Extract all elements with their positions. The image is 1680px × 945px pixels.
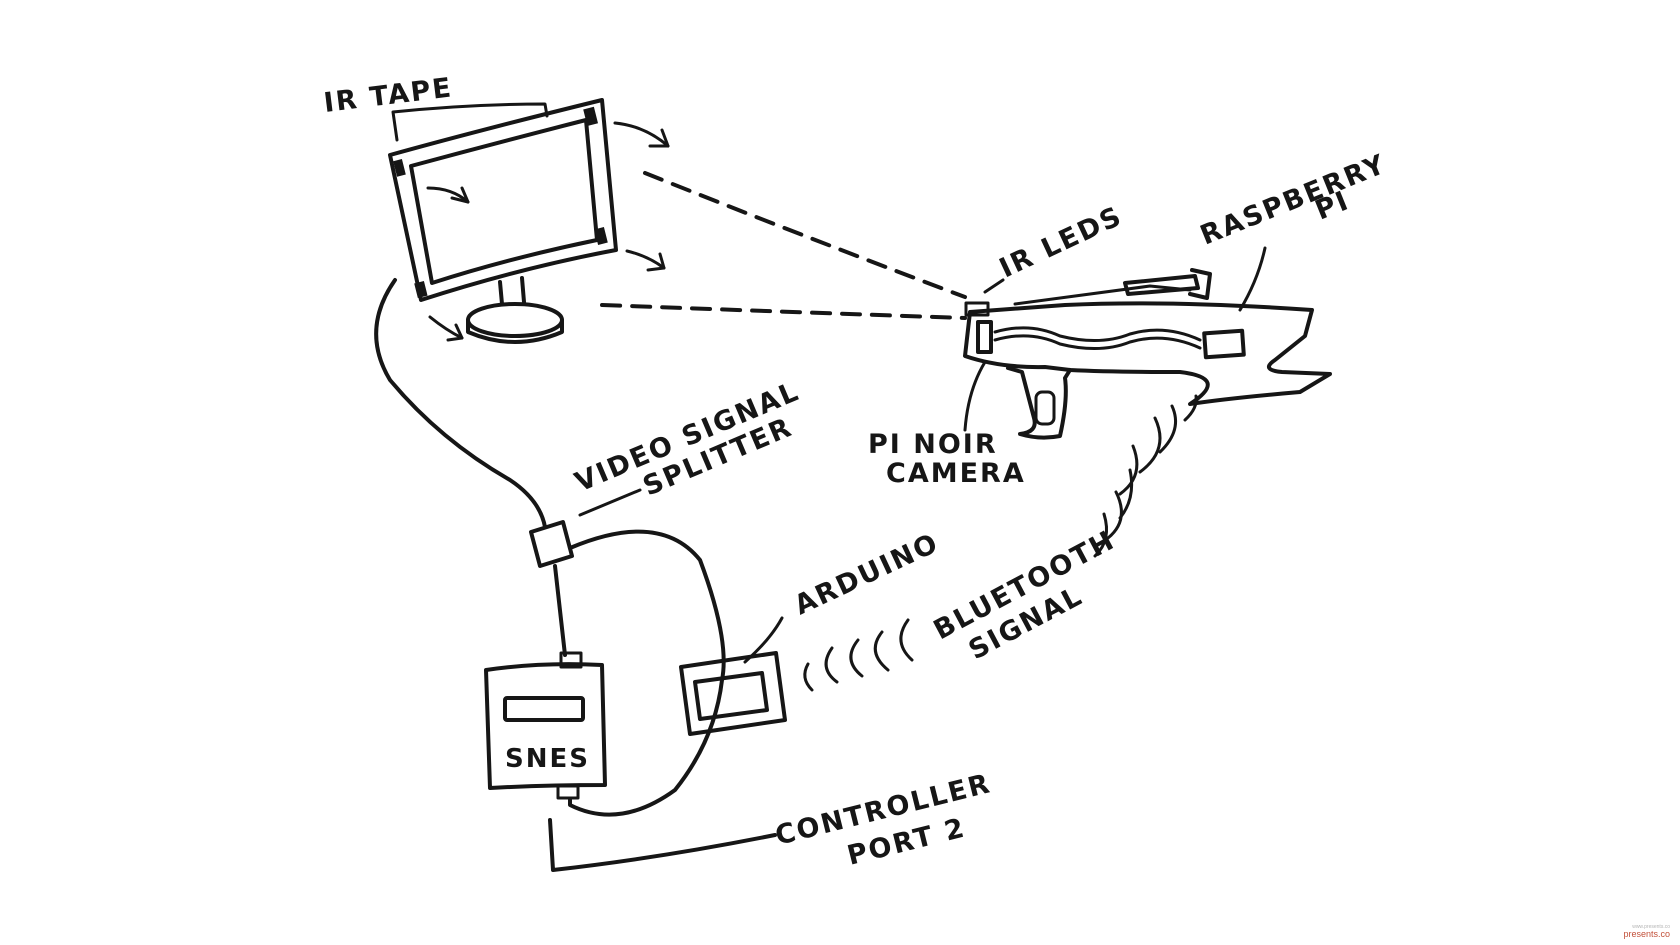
ir-leds-label: IR LEDS bbox=[995, 201, 1128, 285]
arrow-icon bbox=[428, 315, 464, 340]
arduino-callout: ARDUINO bbox=[743, 527, 944, 664]
ir-tape-marker bbox=[393, 159, 406, 177]
camera-sight-lines bbox=[600, 171, 967, 320]
video-cable bbox=[374, 278, 547, 529]
arrow-icon bbox=[625, 249, 666, 270]
snes-console-icon: SNES bbox=[484, 651, 607, 800]
ir-tape-bracket bbox=[391, 102, 549, 142]
arrow-icon bbox=[613, 121, 670, 148]
raspberry-pi-callout: RASPBERRY PI bbox=[1196, 149, 1391, 312]
pi-noir-camera bbox=[976, 320, 993, 354]
pi-noir-label-line2: CAMERA bbox=[886, 458, 1026, 489]
bluetooth-waves-arduino bbox=[803, 618, 914, 692]
ir-tape-marker bbox=[594, 227, 608, 245]
watermark-brand: presents.co bbox=[1623, 929, 1670, 939]
raspberry-pi-board bbox=[1202, 328, 1246, 360]
pi-noir-label-line1: PI NOIR bbox=[868, 429, 998, 460]
light-gun-icon bbox=[963, 268, 1332, 440]
pi-noir-callout: PI NOIR CAMERA bbox=[868, 360, 1026, 489]
arduino-label: ARDUINO bbox=[790, 527, 944, 621]
bluetooth-waves-gun bbox=[1093, 394, 1198, 558]
arduino-cable-loop bbox=[568, 529, 726, 817]
ir-tape-marker bbox=[583, 106, 598, 126]
bluetooth-callout: BLUETOOTH SIGNAL bbox=[929, 525, 1121, 667]
arduino-board-icon bbox=[679, 651, 787, 736]
ir-tape-marker bbox=[414, 281, 428, 299]
watermark-logo: www.presents.co presents.co bbox=[1623, 924, 1670, 939]
video-splitter-callout: VIDEO SIGNAL SPLITTER bbox=[571, 376, 804, 517]
ir-leds-callout: IR LEDS bbox=[983, 201, 1128, 294]
controller-port-callout: CONTROLLER PORT 2 bbox=[772, 768, 994, 872]
controller-port-bracket bbox=[548, 818, 777, 872]
ir-tape-callout: IR TAPE bbox=[322, 72, 549, 142]
monitor-icon bbox=[388, 98, 670, 344]
ir-tape-label: IR TAPE bbox=[322, 72, 454, 119]
splitter-box-icon bbox=[529, 520, 574, 568]
ir-led-block bbox=[964, 301, 990, 317]
watermark-small-text: www.presents.co bbox=[1632, 924, 1670, 930]
snes-label: SNES bbox=[505, 744, 590, 774]
raspberry-pi-label-line1: RASPBERRY bbox=[1196, 149, 1391, 252]
